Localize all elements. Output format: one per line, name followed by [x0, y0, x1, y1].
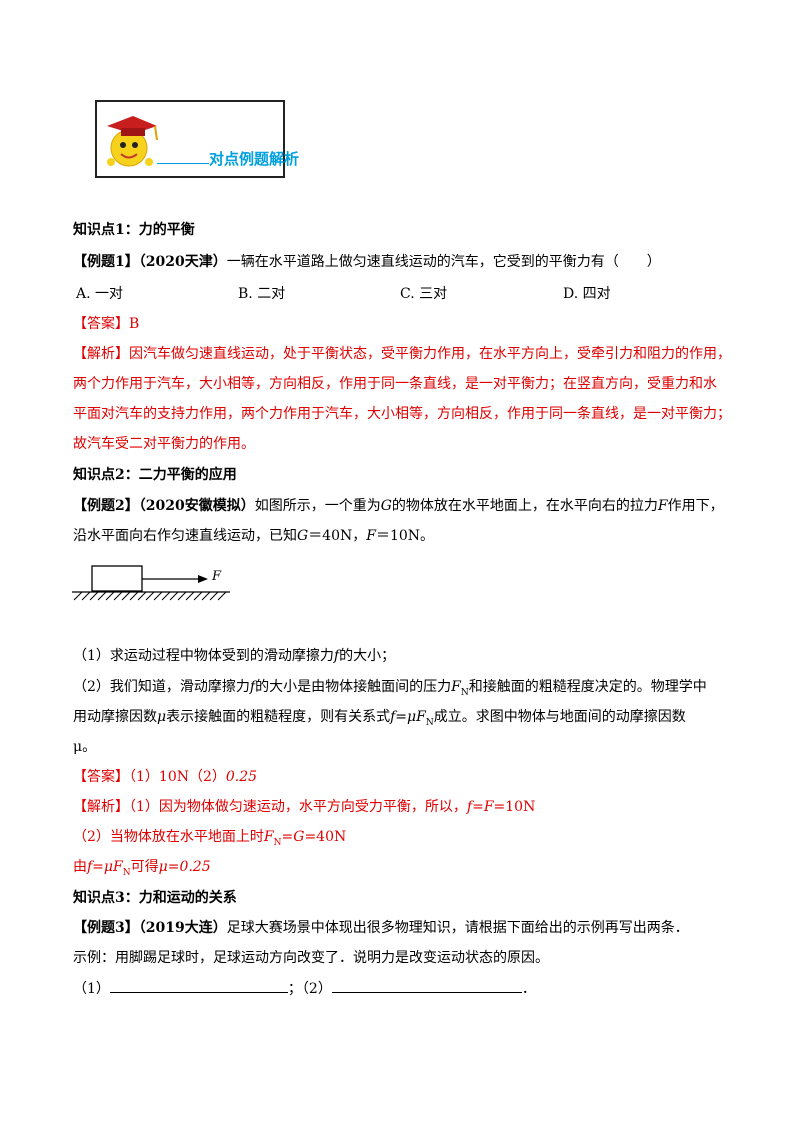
question-text: 足球大赛场景中体现出很多物理知识，请根据下面给出的示例再写出两条． — [226, 920, 689, 936]
block-force-figure: F — [70, 560, 240, 606]
subscript-n: N — [425, 717, 434, 728]
answer-blank-1[interactable] — [109, 978, 288, 993]
question-text: 和接触面的粗糙程度决定的。物理学中 — [468, 679, 707, 695]
answer-label: 【答案】 — [73, 769, 129, 785]
symbol-g: G — [380, 498, 392, 514]
example-2-analysis-line-2: （2）当物体放在水平地面上时FN=G=40N — [73, 827, 346, 853]
analysis-text: （1）因为物体做匀速运动，水平方向受力平衡，所以， — [129, 799, 467, 815]
force-label: F — [212, 569, 222, 584]
question-text: 的大小是由物体接触面间的压力 — [255, 679, 452, 695]
analysis-text: 可得 — [130, 859, 159, 875]
example-2-sub-question-2-line-1: （2）我们知道，滑动摩擦力f的大小是由物体接触面间的压力FN和接触面的粗糙程度决… — [73, 677, 707, 703]
question-text: 作用下， — [667, 498, 724, 514]
question-text: 一辆在水平道路上做匀速直线运动的汽车，它受到的平衡力有（ ） — [226, 254, 661, 270]
formula: f=F — [466, 799, 494, 815]
analysis-text: 因汽车做匀速直线运动，处于平衡状态，受平衡力作用，在水平方向上，受牵引力和阻力的… — [129, 346, 731, 362]
example-3-sample: 示例：用脚踢足球时，足球运动方向改变了．说明力是改变运动状态的原因。 — [73, 950, 549, 966]
answer-value: （1）10N（2） — [129, 769, 226, 785]
given-value: ＝10N。 — [375, 528, 435, 544]
answer-label: 【答案】 — [73, 316, 129, 332]
example-2-analysis-line-3: 由f=μFN可得μ=0.25 — [73, 857, 211, 883]
question-text: 的物体放在水平地面上，在水平向右的拉力 — [391, 498, 658, 514]
subscript-n: N — [122, 867, 131, 878]
example-source: （2019大连） — [138, 920, 227, 936]
answer-blank-2[interactable] — [331, 978, 522, 993]
block-on-ground-diagram — [72, 565, 230, 601]
option-b: B. 二对 — [238, 286, 286, 302]
example-1-answer: 【答案】B — [73, 314, 139, 334]
example-3-answer-blanks: （1） ；（2） ． — [73, 978, 536, 999]
section-banner: 对点例题解析 — [95, 100, 299, 178]
subscript-n: N — [460, 687, 469, 698]
question-text: 表示接触面的粗糙程度，则有关系式 — [166, 709, 391, 725]
symbol-f: f — [333, 648, 340, 664]
analysis-text: （2）当物体放在水平地面上时 — [73, 829, 264, 845]
example-1-analysis-line-1: 【解析】因汽车做匀速直线运动，处于平衡状态，受平衡力作用，在水平方向上，受牵引力… — [73, 344, 731, 364]
example-2-answer: 【答案】（1）10N（2）0.25 — [73, 767, 257, 787]
answer-value: 0.25 — [225, 769, 258, 785]
example-2-analysis-line-1: 【解析】（1）因为物体做匀速运动，水平方向受力平衡，所以，f=F=10N — [73, 797, 535, 817]
option-c: C. 三对 — [400, 286, 448, 302]
option-a: A. 一对 — [76, 286, 124, 302]
option-d: D. 四对 — [563, 286, 611, 302]
formula: f=μF — [390, 709, 426, 725]
example-source: （2020安徽模拟） — [138, 498, 255, 514]
example-2-sub-question-1: （1）求运动过程中物体受到的滑动摩擦力f的大小； — [73, 646, 395, 666]
banner-rule — [157, 163, 209, 164]
question-text: 如图所示，一个重为 — [254, 498, 381, 514]
symbol-fn: F — [451, 679, 461, 695]
question-text: 成立。求图中物体与地面间的动摩擦因数 — [433, 709, 686, 725]
example-1-question: 【例题1】（2020天津）一辆在水平道路上做匀速直线运动的汽车，它受到的平衡力有… — [73, 252, 661, 272]
formula: F — [263, 829, 274, 845]
question-text: （1）求运动过程中物体受到的滑动摩擦力 — [73, 648, 334, 664]
example-2-sub-question-2-line-3: μ。 — [73, 739, 97, 755]
symbol-f: f — [249, 679, 256, 695]
formula: =G — [281, 829, 305, 845]
example-1-analysis-line-2: 两个力作用于汽车，大小相等，方向相反，作用于同一条直线，是一对平衡力；在竖直方向… — [73, 376, 717, 392]
section-heading-1: 知识点1：力的平衡 — [73, 222, 195, 238]
subscript-n: N — [273, 837, 282, 848]
symbol-g: G — [297, 528, 309, 544]
example-2-sub-question-2-line-2: 用动摩擦因数μ表示接触面的粗糙程度，则有关系式f=μFN成立。求图中物体与地面间… — [73, 707, 686, 733]
example-source: （2020天津） — [138, 254, 227, 270]
symbol-f: F — [366, 528, 376, 544]
example-label: 【例题2】 — [73, 498, 139, 514]
section-heading-3: 知识点3：力和运动的关系 — [73, 890, 237, 906]
symbol-f: F — [657, 498, 668, 514]
doctor-cap-mascot-icon — [107, 116, 158, 167]
analysis-label: 【解析】 — [73, 346, 129, 362]
example-label: 【例题1】 — [73, 254, 139, 270]
example-2-question-line-2: 沿水平面向右作匀速直线运动，已知G＝40N，F＝10N。 — [73, 526, 434, 546]
analysis-text: =40N — [304, 829, 347, 845]
section-heading-2: 知识点2：二力平衡的应用 — [73, 467, 237, 483]
given-value: ＝40N， — [308, 528, 367, 544]
question-text: 用动摩擦因数 — [73, 709, 157, 725]
example-1-analysis-line-4: 故汽车受二对平衡力的作用。 — [73, 436, 255, 452]
question-text: （2）我们知道，滑动摩擦力 — [73, 679, 250, 695]
blank-label: （2） — [301, 981, 332, 997]
separator: ； — [287, 981, 302, 997]
banner-title: 对点例题解析 — [209, 150, 300, 168]
question-text: 沿水平面向右作匀速直线运动，已知 — [73, 528, 297, 544]
end-mark: ． — [521, 981, 536, 997]
example-1-analysis-line-3: 平面对汽车的支持力作用，两个力作用于汽车，大小相等，方向相反，作用于同一条直线，… — [73, 406, 731, 422]
formula: f=μF — [87, 859, 123, 875]
question-text: 的大小； — [339, 648, 396, 664]
analysis-text: =10N — [493, 799, 536, 815]
formula: μ=0.25 — [158, 859, 211, 875]
symbol-mu: μ — [157, 709, 167, 725]
example-label: 【例题3】 — [73, 920, 139, 936]
answer-value: B — [129, 316, 140, 332]
example-3-question: 【例题3】（2019大连）足球大赛场景中体现出很多物理知识，请根据下面给出的示例… — [73, 918, 689, 938]
analysis-label: 【解析】 — [73, 799, 129, 815]
analysis-text: 由 — [73, 859, 87, 875]
blank-label: （1） — [73, 981, 110, 997]
example-2-question-line-1: 【例题2】（2020安徽模拟）如图所示，一个重为G的物体放在水平地面上，在水平向… — [73, 496, 724, 516]
